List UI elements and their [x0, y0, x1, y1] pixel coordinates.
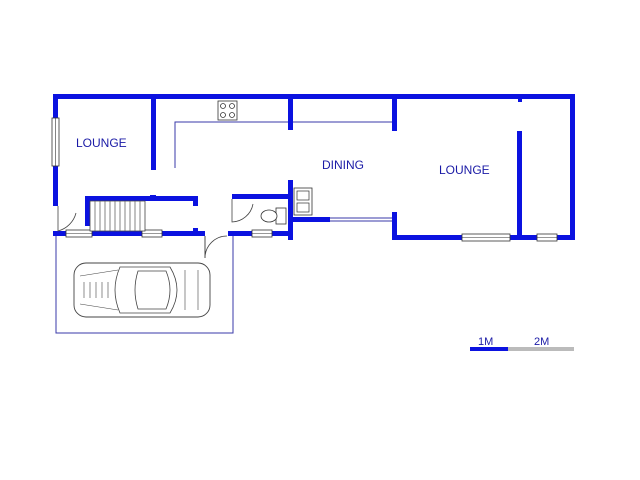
car-icon — [73, 262, 211, 318]
room-label-lounge-left: LOUNGE — [76, 136, 127, 150]
room-label-lounge-right: LOUNGE — [439, 163, 490, 177]
room-label-dining: DINING — [322, 158, 364, 172]
scale-label-1m: 1M — [478, 336, 493, 348]
windows — [51, 117, 558, 242]
scale-bar: 1M 2M — [470, 336, 574, 351]
doors — [57, 199, 254, 259]
scale-label-2m: 2M — [534, 336, 549, 348]
basin-icon — [293, 187, 313, 216]
staircase — [89, 200, 146, 232]
toilet-icon — [260, 207, 287, 225]
scale-bar-second-meter — [508, 347, 574, 351]
stove-icon — [217, 100, 238, 121]
scale-bar-first-meter — [470, 347, 508, 351]
interior-outlines — [55, 121, 392, 334]
